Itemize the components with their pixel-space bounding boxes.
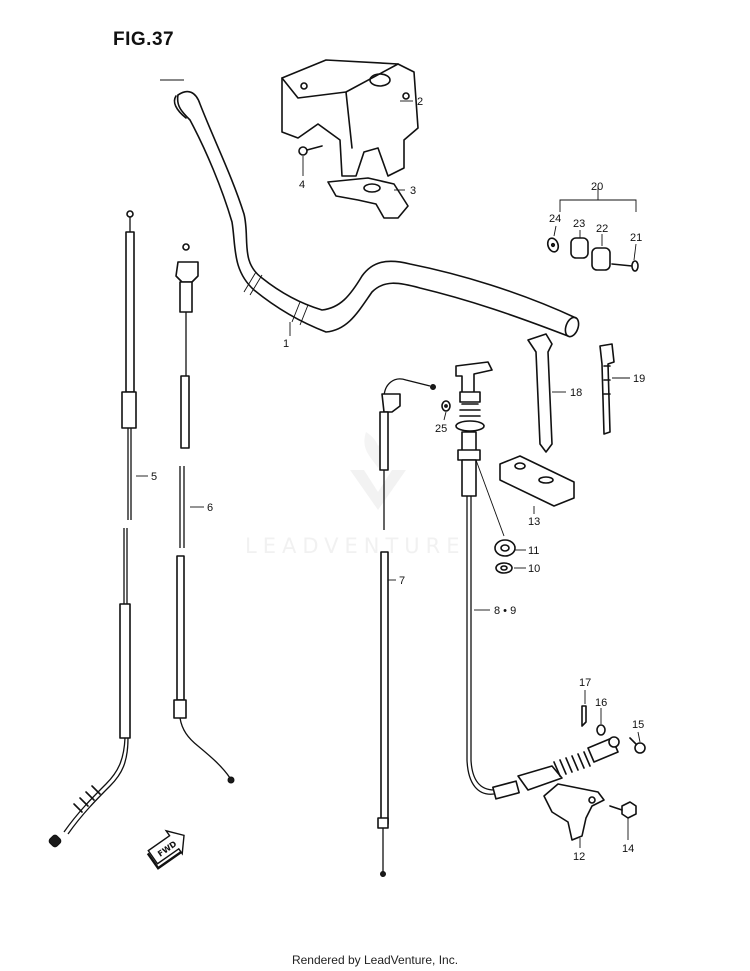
callout-21: 21 xyxy=(630,232,642,244)
callout-20: 20 xyxy=(591,181,603,193)
cable-bracket-12 xyxy=(543,783,605,841)
handlebar-cover xyxy=(281,59,419,177)
callout-12: 12 xyxy=(573,851,585,863)
callout-labels: 1 2 3 4 5 6 7 8 • 9 10 11 12 13 14 15 16… xyxy=(151,96,645,863)
callout-15: 15 xyxy=(632,719,644,731)
throttle-cable-5 xyxy=(48,210,137,848)
callout-14: 14 xyxy=(622,843,634,855)
callout-2: 2 xyxy=(417,96,423,108)
callout-23: 23 xyxy=(573,218,585,230)
callout-16: 16 xyxy=(595,697,607,709)
callout-22: 22 xyxy=(596,223,608,235)
callout-7: 7 xyxy=(399,575,405,587)
balancer-weight-22 xyxy=(591,247,611,271)
fwd-arrow-icon: FWD xyxy=(146,829,185,870)
callout-8-9: 8 • 9 xyxy=(494,605,516,617)
callout-13: 13 xyxy=(528,516,540,528)
callout-24: 24 xyxy=(549,213,561,225)
balancer-set xyxy=(546,186,639,272)
screw-21 xyxy=(611,260,639,272)
watermark: LEADVENTURE xyxy=(245,430,466,558)
handlebar xyxy=(160,79,580,338)
clamp-band-19 xyxy=(599,343,615,435)
nut-11 xyxy=(494,539,516,557)
bolt-14 xyxy=(609,801,637,819)
cable-tie-18 xyxy=(527,333,553,453)
callout-3: 3 xyxy=(410,185,416,197)
nut-25 xyxy=(441,400,451,412)
washer-24 xyxy=(546,237,560,253)
washer-16 xyxy=(596,724,606,736)
callout-4: 4 xyxy=(299,179,305,191)
callout-11: 11 xyxy=(528,545,539,557)
choke-cable-8-9 xyxy=(455,361,620,800)
callout-18: 18 xyxy=(570,387,582,399)
callout-5: 5 xyxy=(151,471,157,483)
bolt-15 xyxy=(629,737,646,754)
handlebar-holder-bracket xyxy=(327,177,409,219)
leader-lines xyxy=(136,100,641,848)
screw-4 xyxy=(298,145,323,156)
callout-19: 19 xyxy=(633,373,645,385)
clamp-plate-13 xyxy=(499,455,575,507)
callout-6: 6 xyxy=(207,502,213,514)
callout-25: 25 xyxy=(435,423,447,435)
figure-title: FIG.37 xyxy=(113,29,175,50)
pin-17 xyxy=(581,705,587,727)
callout-10: 10 xyxy=(528,563,540,575)
callout-17: 17 xyxy=(579,677,591,689)
balancer-weight-23 xyxy=(570,237,589,259)
cable-7 xyxy=(377,378,436,877)
footer-credit: Rendered by LeadVenture, Inc. xyxy=(291,953,459,967)
watermark-text: LEADVENTURE xyxy=(245,534,466,558)
throttle-cable-6 xyxy=(173,243,235,784)
callout-1: 1 xyxy=(283,338,289,350)
washer-10 xyxy=(495,562,513,574)
